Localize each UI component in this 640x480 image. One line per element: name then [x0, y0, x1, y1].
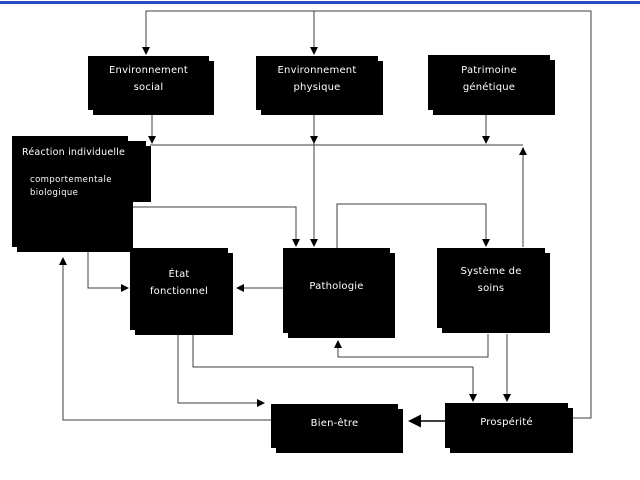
node-reaction-individuelle-sublabels: comportementale biologique	[30, 174, 112, 200]
node-bien-etre-label-line: Bien-être	[310, 417, 359, 429]
arrowhead-environnement-social-to-reaction	[148, 136, 156, 144]
node-environnement-physique-label-line: Environnement	[277, 65, 357, 76]
node-patrimoine-genetique-label-line: Patrimoine	[461, 64, 517, 76]
node-reaction-individuelle-extension	[126, 141, 146, 197]
edge-reaction-to-pathologie	[131, 206, 297, 246]
arrowhead-loop-branch-to-environnement-physique	[310, 47, 318, 55]
arrowhead-etat-to-prosperite	[469, 394, 477, 402]
node-patrimoine-genetique: Patrimoine génétique	[428, 55, 550, 110]
arrowhead-physique-to-reaction-and-pathologie	[310, 239, 318, 247]
node-etat-fonctionnel: État fonctionnel	[130, 248, 228, 330]
arrowhead-physique-to-reaction-and-pathologie	[310, 136, 318, 144]
arrowhead-prosperite-to-bienetre	[408, 414, 421, 428]
arrowhead-prosperite-loop-to-environnement-social	[142, 47, 150, 55]
edge-etat-to-prosperite	[192, 335, 474, 401]
edge-bienetre-to-reaction	[62, 258, 271, 421]
edge-etat-to-bienetre	[177, 335, 264, 404]
node-reaction-individuelle-sublabel: comportementale	[30, 175, 112, 185]
node-etat-fonctionnel-label-line: État	[168, 269, 190, 280]
arrowhead-bienetre-to-reaction	[59, 257, 67, 265]
arrowhead-reaction-to-etat	[121, 284, 129, 292]
arrowhead-soins-to-prosperite	[503, 394, 511, 402]
node-environnement-physique-label-line: physique	[293, 82, 341, 93]
node-environnement-social-label-line: social	[133, 82, 164, 93]
arrowhead-soins-to-pathologie	[334, 340, 342, 348]
edge-pathologie-to-soins	[336, 203, 487, 248]
edge-soins-to-pathologie	[337, 334, 489, 358]
node-systeme-de-soins-label-line: soins	[477, 283, 505, 294]
edge-prosperite-loop-to-environnement-social	[145, 10, 592, 419]
node-environnement-social: Environnement social	[88, 56, 209, 110]
node-systeme-de-soins-label-line: Système de	[460, 266, 522, 277]
slide-top-border	[0, 1, 640, 4]
node-environnement-physique: Environnement physique	[256, 56, 378, 110]
node-environnement-social-label-line: Environnement	[109, 65, 188, 76]
node-reaction-individuelle: Réaction individuelle comportementale biol…	[12, 136, 128, 247]
arrowhead-patrimoine-to-reaction	[482, 136, 490, 144]
node-reaction-individuelle-label: Réaction individuelle	[22, 147, 126, 158]
edge-reaction-to-etat	[87, 252, 128, 289]
node-reaction-individuelle-sublabel: biologique	[30, 188, 79, 198]
arrowhead-reaction-to-pathologie	[292, 239, 300, 247]
arrowhead-pathologie-to-soins	[482, 239, 490, 247]
node-pathologie-label-line: Pathologie	[309, 281, 364, 292]
arrowhead-pathologie-to-etat	[236, 284, 244, 292]
node-etat-fonctionnel-label-line: fonctionnel	[149, 286, 209, 297]
arrowhead-soins-to-reaction	[519, 147, 527, 155]
node-patrimoine-genetique-label-line: génétique	[462, 81, 516, 93]
node-systeme-de-soins: Système de soins	[437, 248, 545, 328]
node-pathologie: Pathologie	[283, 248, 390, 333]
arrowhead-etat-to-bienetre	[257, 399, 265, 407]
node-prosperite: Prospérité	[445, 403, 568, 448]
node-bien-etre: Bien-être	[271, 404, 398, 448]
node-prosperite-label-line: Prospérité	[480, 417, 533, 428]
